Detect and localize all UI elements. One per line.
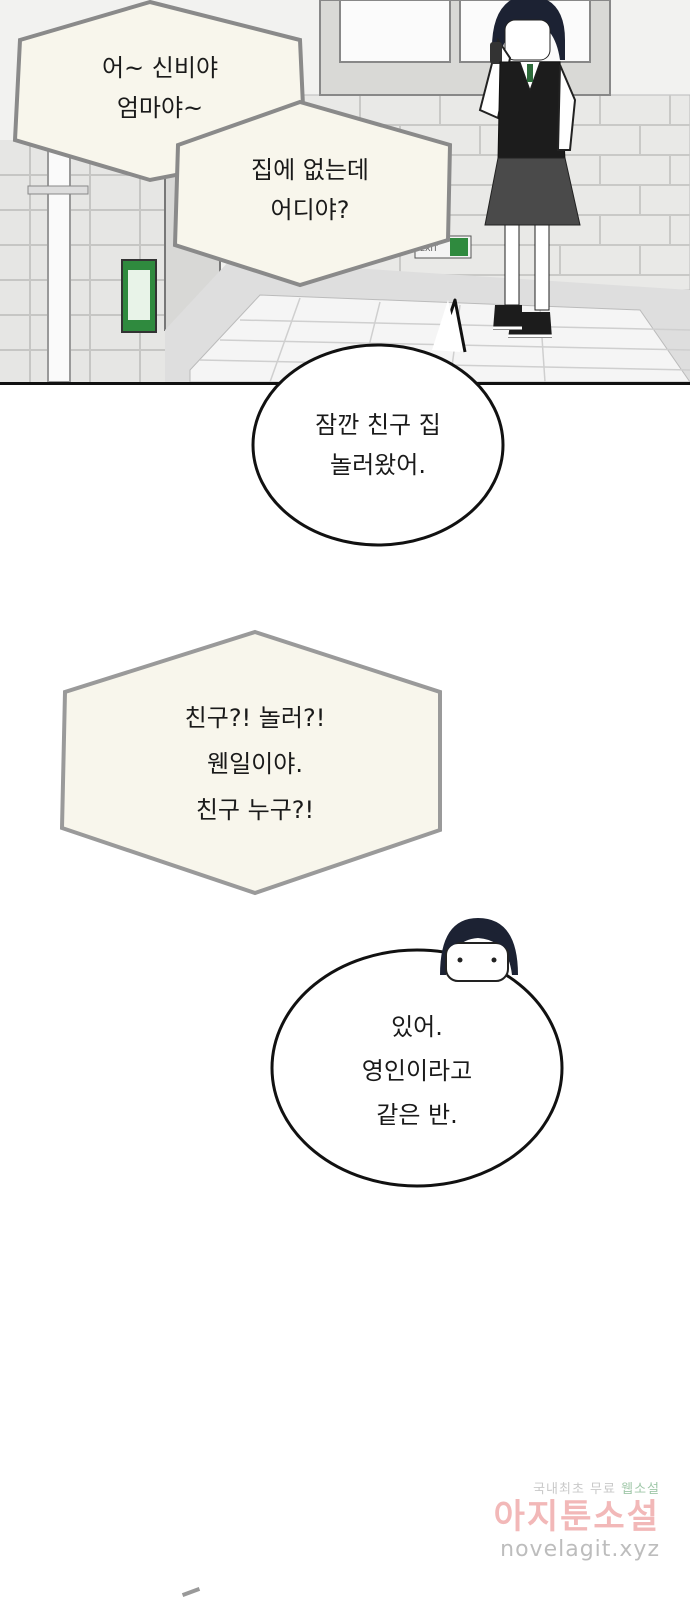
hallway-scene: EXIT [0,0,690,382]
watermark-tagline-prefix: 국내최초 무료 [533,1482,616,1497]
hex-bubble-mom-surprised [59,629,442,896]
watermark-brand: 아지툰소설 [493,1497,660,1537]
girl-on-phone [478,0,581,338]
watermark-url: novelagit.xyz [500,1537,660,1562]
comic-panel-hallway: EXIT [0,0,690,385]
bubble-text-mom-greeting: 어~ 신비야 엄마야~ [101,54,219,122]
watermark-tagline-accent: 웹소설 [621,1482,660,1497]
girl-peeking-head [440,918,518,982]
bubble-text-girl-reply-1: 잠깐 친구 집 놀러왔어. [315,411,441,479]
watermark-tagline: 국내최초 무료 웹소설 [494,1478,660,1497]
exit-sign-label: EXIT [420,244,438,253]
site-watermark: 국내최초 무료 웹소설 아지툰소설 novelagit.xyz [494,1478,660,1562]
bubble-text-girl-reply-2: 있어. 영인이라고 같은 반. [361,1013,473,1129]
round-bubble-girl-reply-2 [270,948,564,1188]
bubble-text-mom-surprised: 친구?! 놀러?! 웬일이야. 친구 누구?! [184,704,326,824]
bubble-text-mom-question: 집에 없는데 어디야? [250,156,370,224]
hex-bubble-mom-question [172,99,453,288]
round-bubble-girl-reply-1 [251,343,505,547]
